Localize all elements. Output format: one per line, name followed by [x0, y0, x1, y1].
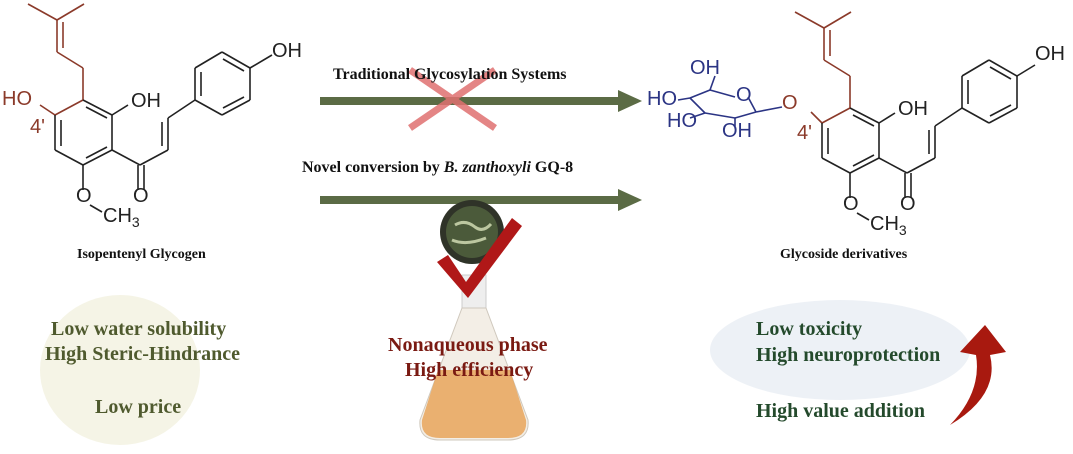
- left-oh-label: OH: [131, 90, 161, 112]
- sugar-ho-label-2: HO: [647, 88, 677, 110]
- right-carbonyl-o-label: O: [900, 193, 916, 215]
- increase-arrow-icon: [950, 325, 1006, 425]
- traditional-glycosylation-label: Traditional Glycosylation Systems: [333, 66, 567, 83]
- flask-icon: [419, 274, 529, 441]
- methyl-text: CH: [103, 205, 132, 227]
- sugar-ho-label-3: HO: [667, 110, 697, 132]
- right-property-1: Low toxicity: [756, 318, 863, 340]
- right-methoxy-o-label: O: [843, 193, 859, 215]
- right-molecule-name: Glycoside derivatives: [780, 247, 908, 262]
- petri-dish-icon: [440, 200, 504, 264]
- right-property-2: High neuroprotection: [756, 344, 941, 366]
- left-ho-label: HO: [2, 88, 32, 110]
- traditional-arrow: [320, 90, 642, 112]
- left-phenol-oh-label: OH: [272, 40, 302, 62]
- middle-property-2: High efficiency: [405, 359, 534, 381]
- isopentenyl-glycogen-structure: [27, 3, 273, 213]
- sugar-oh-label-1: OH: [690, 57, 720, 79]
- left-property-3: Low price: [95, 396, 182, 418]
- glucose-ring-structure: [677, 75, 783, 126]
- glycosidic-o-label: O: [782, 92, 798, 114]
- methyl-text: CH: [870, 213, 899, 235]
- middle-property-1: Nonaqueous phase: [388, 334, 548, 356]
- left-property-1: Low water solubility: [51, 318, 227, 340]
- left-methyl-label: CH3: [103, 205, 140, 230]
- glycoside-derivative-structure: [794, 11, 1036, 221]
- sugar-ring-o-label: O: [736, 84, 752, 106]
- left-carbonyl-o-label: O: [133, 185, 149, 207]
- methyl-subscript: 3: [898, 222, 907, 238]
- left-molecule-name: Isopentenyl Glycogen: [77, 247, 206, 262]
- right-oh-label: OH: [898, 98, 928, 120]
- brain-background-image: [710, 300, 970, 400]
- label-prefix: Novel conversion by: [302, 159, 444, 176]
- novel-conversion-label: Novel conversion by B. zanthoxyli GQ-8: [302, 159, 573, 177]
- strain-name: GQ-8: [530, 159, 574, 176]
- sugar-oh-label-4: OH: [722, 120, 752, 142]
- methyl-subscript: 3: [131, 214, 140, 230]
- red-cross-icon: [408, 67, 497, 131]
- right-phenol-oh-label: OH: [1035, 43, 1065, 65]
- novel-conversion-arrow: [320, 189, 642, 211]
- right-position-label: 4': [797, 122, 812, 144]
- species-name: B. zanthoxyli: [443, 159, 531, 176]
- left-position-label: 4': [30, 116, 45, 138]
- left-methoxy-o-label: O: [76, 185, 92, 207]
- right-property-3: High value addition: [756, 400, 925, 422]
- hops-background-image: [40, 295, 200, 445]
- checkmark-icon: [437, 218, 522, 298]
- right-methyl-label: CH3: [870, 213, 907, 238]
- left-property-2: High Steric-Hindrance: [45, 343, 240, 365]
